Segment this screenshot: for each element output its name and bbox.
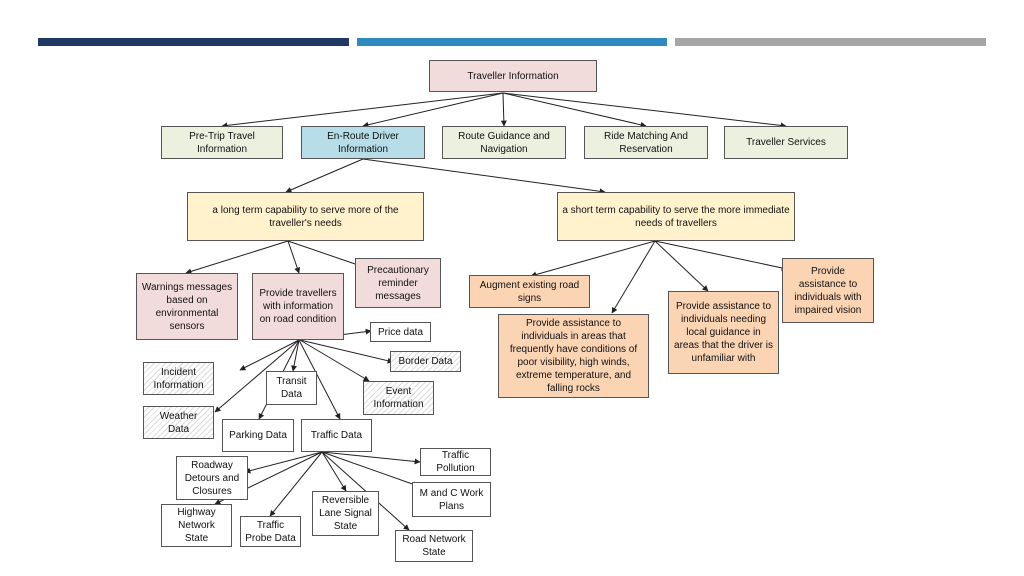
node-warnings: Warnings messages based on environmental… (136, 273, 238, 340)
node-provide-travellers: Provide travellers with information on r… (252, 273, 344, 340)
connector-arrow-26 (269, 451, 323, 517)
node-assist-vision: Provide assistance to individuals with i… (782, 258, 874, 323)
connector-arrow-27 (321, 451, 347, 492)
node-route-guidance: Route Guidance and Navigation (442, 126, 566, 159)
node-border-data: Border Data (390, 351, 461, 372)
connector-arrow-12 (654, 240, 709, 292)
header-bar-mid (357, 38, 667, 46)
header-bar-light (675, 38, 986, 46)
node-incident-information: Incident Information (143, 362, 214, 395)
connector-arrow-24 (321, 451, 419, 488)
connector-arrow-9 (287, 240, 362, 268)
node-price-data: Price data (370, 322, 431, 342)
node-weather-data: Weather Data (143, 406, 214, 439)
connector-arrow-23 (321, 451, 421, 465)
node-traveller-information: Traveller Information (429, 60, 597, 92)
node-augment-signs: Augment existing road signs (469, 275, 590, 308)
node-reversible-lane: Reversible Lane Signal State (312, 491, 379, 536)
node-traffic-probe: Traffic Probe Data (240, 516, 301, 547)
connector-arrow-14 (239, 339, 300, 371)
node-long-term: a long term capability to serve more of … (187, 192, 424, 241)
node-parking-data: Parking Data (222, 419, 294, 452)
node-assist-areas: Provide assistance to individuals in are… (498, 314, 649, 398)
node-road-network: Road Network State (395, 530, 473, 562)
node-roadway-detours: Roadway Detours and Closures (176, 456, 248, 500)
header-bar-dark (38, 38, 349, 46)
node-ride-matching: Ride Matching And Reservation (584, 126, 708, 159)
node-mc-work-plans: M and C Work Plans (412, 482, 491, 517)
node-assist-guidance: Provide assistance to individuals needin… (668, 291, 779, 374)
node-event-information: Event Information (363, 381, 434, 415)
node-pre-trip: Pre-Trip Travel Information (161, 126, 283, 159)
connector-arrow-7 (185, 240, 289, 275)
connector-arrow-0 (221, 92, 504, 129)
connector-arrow-4 (502, 92, 787, 129)
node-highway-network: Highway Network State (161, 504, 232, 547)
connector-arrow-3 (502, 92, 647, 128)
connector-arrow-22 (244, 451, 323, 474)
connector-arrow-8 (287, 240, 301, 274)
connector-arrow-2 (500, 92, 507, 127)
connector-arrow-5 (285, 158, 364, 193)
connector-arrow-16 (298, 339, 341, 420)
node-precautionary: Precautionary reminder messages (355, 258, 441, 308)
connector-arrow-11 (611, 240, 656, 314)
connector-arrow-1 (362, 92, 504, 128)
connector-arrow-15 (291, 339, 300, 372)
connector-arrow-20 (299, 339, 394, 364)
connector-arrow-13 (654, 240, 788, 271)
connector-arrow-17 (214, 339, 300, 413)
node-traveller-services: Traveller Services (724, 126, 848, 159)
connector-arrow-21 (299, 339, 370, 382)
node-short-term: a short term capability to serve the mor… (557, 192, 795, 241)
node-transit-data: Transit Data (266, 371, 317, 405)
connector-arrow-10 (530, 240, 656, 278)
node-en-route: En-Route Driver Information (301, 126, 425, 159)
connector-arrow-6 (362, 158, 606, 195)
node-traffic-pollution: Traffic Pollution (420, 448, 491, 476)
node-traffic-data: Traffic Data (301, 419, 372, 452)
